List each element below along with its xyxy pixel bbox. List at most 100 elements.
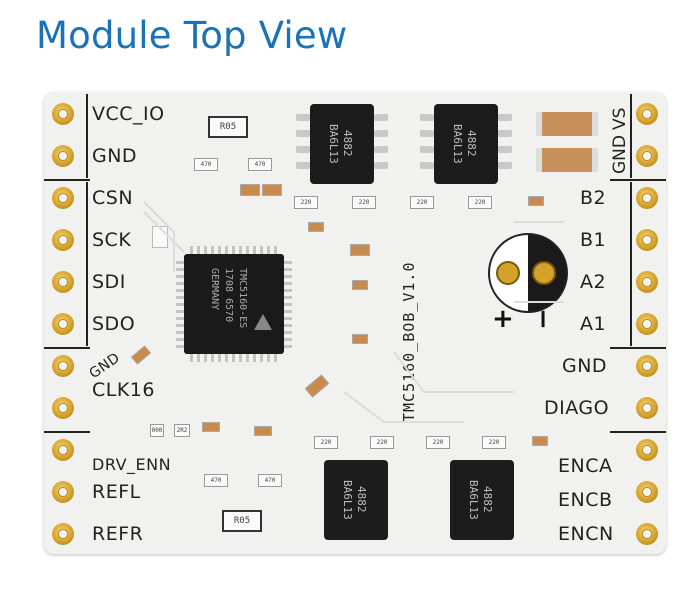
pin-pad-refr [52, 523, 74, 545]
pin-pad-sck [52, 229, 74, 251]
separator [44, 347, 90, 349]
chip-lead [498, 146, 512, 153]
pin-pad-vs [636, 103, 658, 125]
pin-label-a1: A1 [580, 313, 607, 335]
pin-pad-clk16 [52, 355, 74, 377]
separator [630, 94, 632, 178]
capacitor [240, 184, 260, 196]
ic-leads-right [284, 260, 292, 348]
pin-label-a2: A2 [580, 271, 607, 293]
pin-label-gnd-right-2: GND [562, 355, 608, 377]
pcb-board: VCC_IO GND CSN SCK SDI SDO CLK16 DRV_ENN… [44, 92, 666, 554]
capacitor [352, 280, 368, 290]
pin-pad-drv-enn [52, 439, 74, 461]
pin-pad-enca [636, 439, 658, 461]
capacitor [528, 196, 544, 206]
chip-lead [374, 146, 388, 153]
resistor-470: 470 [248, 158, 272, 171]
pin-label-sdo: SDO [92, 313, 136, 335]
chip-lead [498, 162, 512, 169]
pcb-traces [143, 201, 564, 423]
pin-pad-sdi [52, 271, 74, 293]
pin-label-refr: REFR [92, 523, 144, 545]
ic-leads-bottom [190, 354, 278, 362]
page-title: Module Top View [36, 14, 348, 57]
capacitor [532, 436, 548, 446]
mosfet-chip-bottom-right: 4882 BA6L13 [450, 460, 514, 540]
pin-pad-refl [52, 481, 74, 503]
separator [610, 431, 666, 433]
pin-pad-b1 [636, 229, 658, 251]
pin-label-encn: ENCN [558, 523, 614, 545]
capacitor [308, 222, 324, 232]
capacitor [254, 426, 272, 436]
power-connector [488, 233, 568, 313]
pin-label-vcc-io: VCC_IO [92, 103, 165, 125]
chip-lead [420, 130, 434, 137]
chip-lead [374, 130, 388, 137]
capacitor-large [536, 148, 598, 172]
pin-pad-gnd2 [636, 355, 658, 377]
capacitor [350, 244, 370, 256]
pin-label-csn: CSN [92, 187, 134, 209]
chip-lead [498, 130, 512, 137]
resistor-220: 220 [410, 196, 434, 209]
pin-pad-diago [636, 397, 658, 419]
pin-pad-encn [636, 523, 658, 545]
capacitor [202, 422, 220, 432]
chip-lead [296, 146, 310, 153]
resistor-220: 220 [482, 436, 506, 449]
capacitor-large [536, 112, 598, 136]
pin-pad-extra [52, 397, 74, 419]
chip-lead [374, 162, 388, 169]
pin-label-encb: ENCB [558, 489, 613, 511]
pin-label-refl: REFL [92, 481, 141, 503]
resistor-220: 220 [426, 436, 450, 449]
pin-pad-b2 [636, 187, 658, 209]
pin-label-b1: B1 [580, 229, 607, 251]
chip-lead [374, 114, 388, 121]
separator [610, 179, 666, 181]
resistor-220: 220 [468, 196, 492, 209]
separator [86, 182, 88, 346]
chip-lead [296, 130, 310, 137]
resistor-r05-bottom: R05 [222, 510, 262, 532]
resistor-r05-top: R05 [208, 116, 248, 138]
resistor-000: 000 [150, 424, 164, 437]
pin-pad-gnd-r [636, 145, 658, 167]
separator [44, 179, 90, 181]
resistor-220: 220 [352, 196, 376, 209]
separator [86, 94, 88, 178]
capacitor [262, 184, 282, 196]
ic-leads-top [190, 246, 278, 254]
ic-logo-icon [254, 314, 272, 330]
chip-lead [420, 162, 434, 169]
pin-label-enca: ENCA [558, 455, 613, 477]
pin-label-gnd: GND [92, 145, 138, 167]
ic-leads-left [176, 260, 184, 348]
pin-pad-csn [52, 187, 74, 209]
capacitor [352, 334, 368, 344]
separator [630, 182, 632, 346]
separator [44, 431, 90, 433]
chip-lead [498, 114, 512, 121]
pin-label-drv-enn: DRV_ENN [92, 455, 172, 474]
pin-pad-vcc-io [52, 103, 74, 125]
mosfet-chip-top-left: 4882 BA6L13 [310, 104, 374, 184]
pin-pad-a2 [636, 271, 658, 293]
main-ic: TMC5160-ES 1708 6570 GERMANY [184, 254, 284, 354]
chip-lead [420, 114, 434, 121]
pin-label-clk16: CLK16 [92, 379, 155, 401]
resistor-470: 470 [258, 474, 282, 487]
pin-pad-a1 [636, 313, 658, 335]
separator [610, 347, 666, 349]
chip-lead [296, 114, 310, 121]
pin-pad-encb [636, 481, 658, 503]
pin-pad-gnd [52, 145, 74, 167]
pin-label-b2: B2 [580, 187, 607, 209]
jack-pin [532, 261, 556, 285]
pin-label-diago: DIAGO [544, 397, 610, 419]
resistor-470: 470 [194, 158, 218, 171]
plus-symbol: + [492, 304, 514, 334]
chip-lead [420, 146, 434, 153]
